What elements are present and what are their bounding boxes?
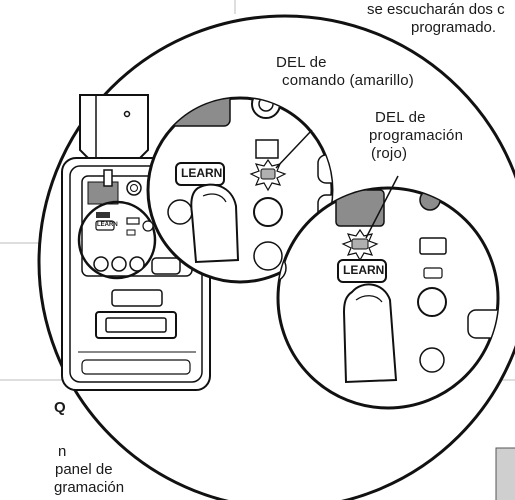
program-led-label-line1: DEL de (375, 109, 426, 126)
zoom-circle-command (146, 96, 334, 284)
learn-label-zoom1: LEARN (181, 166, 223, 180)
device-zoom-ring (77, 200, 157, 280)
left-fragment-line3: gramación (54, 479, 125, 496)
program-led-label-line3: (rojo) (371, 145, 408, 162)
command-led-leader (275, 129, 313, 169)
left-fragment-line1: n (58, 443, 67, 460)
program-led-leader (365, 175, 399, 239)
header-fragment-line2: programado. (411, 19, 497, 36)
command-led-label-line2: comando (amarillo) (282, 72, 414, 89)
learn-label-zoom2: LEARN (343, 263, 385, 277)
header-fragment-line1: se escucharán dos c (367, 1, 505, 18)
command-led-label-line1: DEL de (276, 54, 327, 71)
learn-label-device: LEARN (97, 222, 118, 228)
program-led-label-line2: programación (369, 127, 464, 144)
zoom-circle-program (276, 175, 500, 410)
page-corner-box (495, 447, 515, 500)
left-fragment-line2: panel de (55, 461, 113, 478)
left-fragment-heading: Q (54, 399, 66, 416)
